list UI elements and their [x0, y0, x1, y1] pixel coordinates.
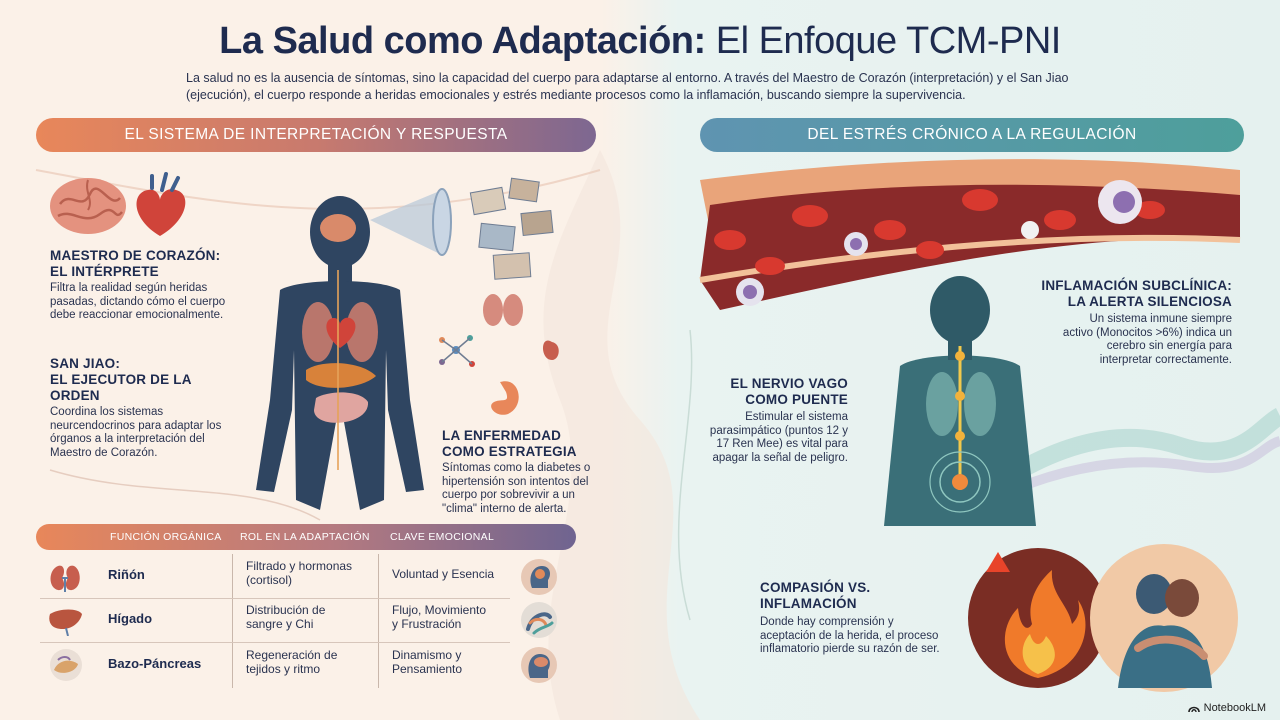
table-header: FUNCIÓN ORGÁNICA ROL EN LA ADAPTACIÓN CL… [36, 524, 576, 550]
network-icon [439, 335, 475, 367]
left-lung-icon [302, 302, 334, 362]
brain-inside-icon [320, 214, 356, 242]
maestro-title-2: EL INTÉRPRETE [50, 264, 159, 279]
sanjiao-title-3: ORDEN [50, 388, 100, 403]
compasion-title-1: COMPASIÓN VS. [760, 580, 871, 595]
red-blood-cells [714, 189, 1165, 275]
inflamacion-title-2: LA ALERTA SILENCIOSA [1067, 294, 1232, 309]
vago-block: EL NERVIO VAGO COMO PUENTE Estimular el … [668, 376, 848, 465]
compasion-block: COMPASIÓN VS. INFLAMACIÓN Donde hay comp… [760, 580, 970, 657]
compasion-title-2: INFLAMACIÓN [760, 596, 857, 611]
enfermedad-text: Síntomas como la diabetes o hipertensión… [442, 462, 591, 515]
table-header-rol: ROL EN LA ADAPTACIÓN [240, 531, 370, 543]
body-silhouette [256, 196, 424, 510]
intestine-icon [314, 392, 369, 423]
role-line-2: (cortisol) [246, 573, 293, 587]
brain-icon [50, 178, 126, 234]
title-light: El Enfoque TCM-PNI [715, 20, 1062, 62]
inflamacion-title-1: INFLAMACIÓN SUBCLÍNICA: [1041, 278, 1232, 293]
compasion-text-1: Donde hay comprensión y [760, 616, 894, 628]
immune-cells [736, 180, 1142, 306]
stomach-icon [491, 381, 519, 415]
emotion-line-1: Flujo, Movimiento [392, 603, 487, 617]
thinking-head-icon [521, 647, 557, 683]
table-row-separator-1 [40, 598, 510, 599]
emotion-line-1: Voluntad y Esencia [392, 567, 495, 581]
role-line-2: tejidos y ritmo [246, 662, 321, 676]
left-section-banner: EL SISTEMA DE INTERPRETACIÓN Y RESPUESTA [36, 118, 596, 152]
emotion-line-2: Pensamiento [392, 662, 463, 676]
intro-text: La salud no es la ausencia de síntomas, … [186, 71, 1069, 102]
vago-text-2: parasimpático (puntos 12 y [709, 424, 848, 437]
human-body-illustration [256, 177, 559, 510]
liver-row-icon [49, 609, 82, 636]
embrace-icon [1090, 544, 1238, 692]
head-emotion-icon [521, 559, 557, 595]
vago-text-1: Estimular el sistema [745, 411, 848, 423]
vago-text-3: 17 Ren Mee) es vital para [716, 438, 848, 450]
inflamacion-block: INFLAMACIÓN SUBCLÍNICA: LA ALERTA SILENC… [1020, 278, 1232, 367]
notebooklm-label: NotebookLM [1203, 702, 1266, 714]
table-row: Riñón Filtrado y hormonas (cortisol) Vol… [40, 554, 580, 598]
lungs-icon [483, 294, 523, 326]
role-line-1: Regeneración de [246, 648, 338, 662]
fire-and-embrace-illustration [968, 544, 1238, 692]
emotion-line-2: y Frustración [392, 617, 462, 631]
heart-organ-icon [326, 317, 356, 348]
notebooklm-brand: NotebookLM [1187, 702, 1266, 714]
liver-organ-icon [306, 363, 376, 388]
fire-icon [968, 548, 1108, 688]
compasion-text-2: aceptación de la herida, el proceso [760, 629, 939, 642]
brain-heart-illustration [50, 172, 186, 236]
vago-title-2: COMO PUENTE [745, 392, 848, 407]
table-divider-1 [232, 554, 233, 688]
sanjiao-title-1: SAN JIAO: [50, 356, 121, 371]
table-row: Bazo-Páncreas Regeneración de tejidos y … [40, 642, 580, 688]
inflamacion-text-2: activo (Monocitos >6%) indica un [1062, 326, 1232, 339]
flow-swirl-icon [521, 602, 557, 638]
compasion-text-3: inflamatorio pierde su razón de ser. [760, 643, 940, 655]
emotion-line-1: Dinamismo y [392, 648, 462, 662]
enfermedad-block: LA ENFERMEDAD COMO ESTRATEGIA Síntomas c… [442, 428, 592, 516]
title-bold: La Salud como Adaptación: [219, 20, 706, 62]
notebooklm-logo-icon [1187, 706, 1200, 713]
table-divider-2 [378, 554, 379, 688]
role-line-2: sangre y Chi [246, 617, 314, 631]
enfermedad-title-1: LA ENFERMEDAD [442, 428, 562, 443]
maestro-corazon-block: MAESTRO DE CORAZÓN: EL INTÉRPRETE Filtra… [50, 248, 240, 323]
memory-images [469, 177, 554, 280]
table-header-funcion: FUNCIÓN ORGÁNICA [110, 531, 222, 543]
sanjiao-text: Coordina los sistemas neurcendocrinos pa… [50, 406, 222, 459]
kidney-row-icon [50, 565, 80, 592]
maestro-text: Filtra la realidad según heridas pasadas… [50, 282, 226, 321]
inflamacion-text-4: interpretar correctamente. [1099, 353, 1232, 366]
organ-name: Bazo-Páncreas [108, 656, 202, 671]
role-line-1: Distribución de [246, 603, 326, 617]
role-line-1: Filtrado y hormonas [246, 559, 353, 573]
organ-name: Riñón [108, 567, 145, 582]
maestro-title-1: MAESTRO DE CORAZÓN: [50, 248, 221, 263]
kidney-icon [543, 340, 559, 360]
table-header-clave: CLAVE EMOCIONAL [390, 531, 495, 543]
heart-icon [136, 172, 186, 236]
vago-text-4: apagar la señal de peligro. [712, 451, 848, 464]
right-section-banner: DEL ESTRÉS CRÓNICO A LA REGULACIÓN [700, 118, 1244, 152]
inflamacion-text-3: cerebro sin energía para [1106, 340, 1232, 352]
vago-title-1: EL NERVIO VAGO [730, 376, 848, 391]
table-row: Hígado Distribución de sangre y Chi Fluj… [40, 598, 580, 642]
sanjiao-title-2: EL EJECUTOR DE LA [50, 372, 192, 387]
projection-beam [370, 190, 442, 255]
blood-vessel-illustration [699, 159, 1241, 310]
enfermedad-title-2: COMO ESTRATEGIA [442, 444, 577, 459]
page-title: La Salud como Adaptación: El Enfoque TCM… [0, 20, 1280, 63]
table-row-separator-2 [40, 642, 510, 643]
right-lung-icon [346, 302, 378, 362]
inflamacion-text-1: Un sistema inmune siempre [1089, 313, 1232, 325]
vagus-nerve-illustration [884, 276, 1280, 526]
spleen-pancreas-row-icon [50, 649, 82, 681]
san-jiao-block: SAN JIAO: EL EJECUTOR DE LA ORDEN Coordi… [50, 356, 240, 460]
organ-name: Hígado [108, 611, 153, 626]
